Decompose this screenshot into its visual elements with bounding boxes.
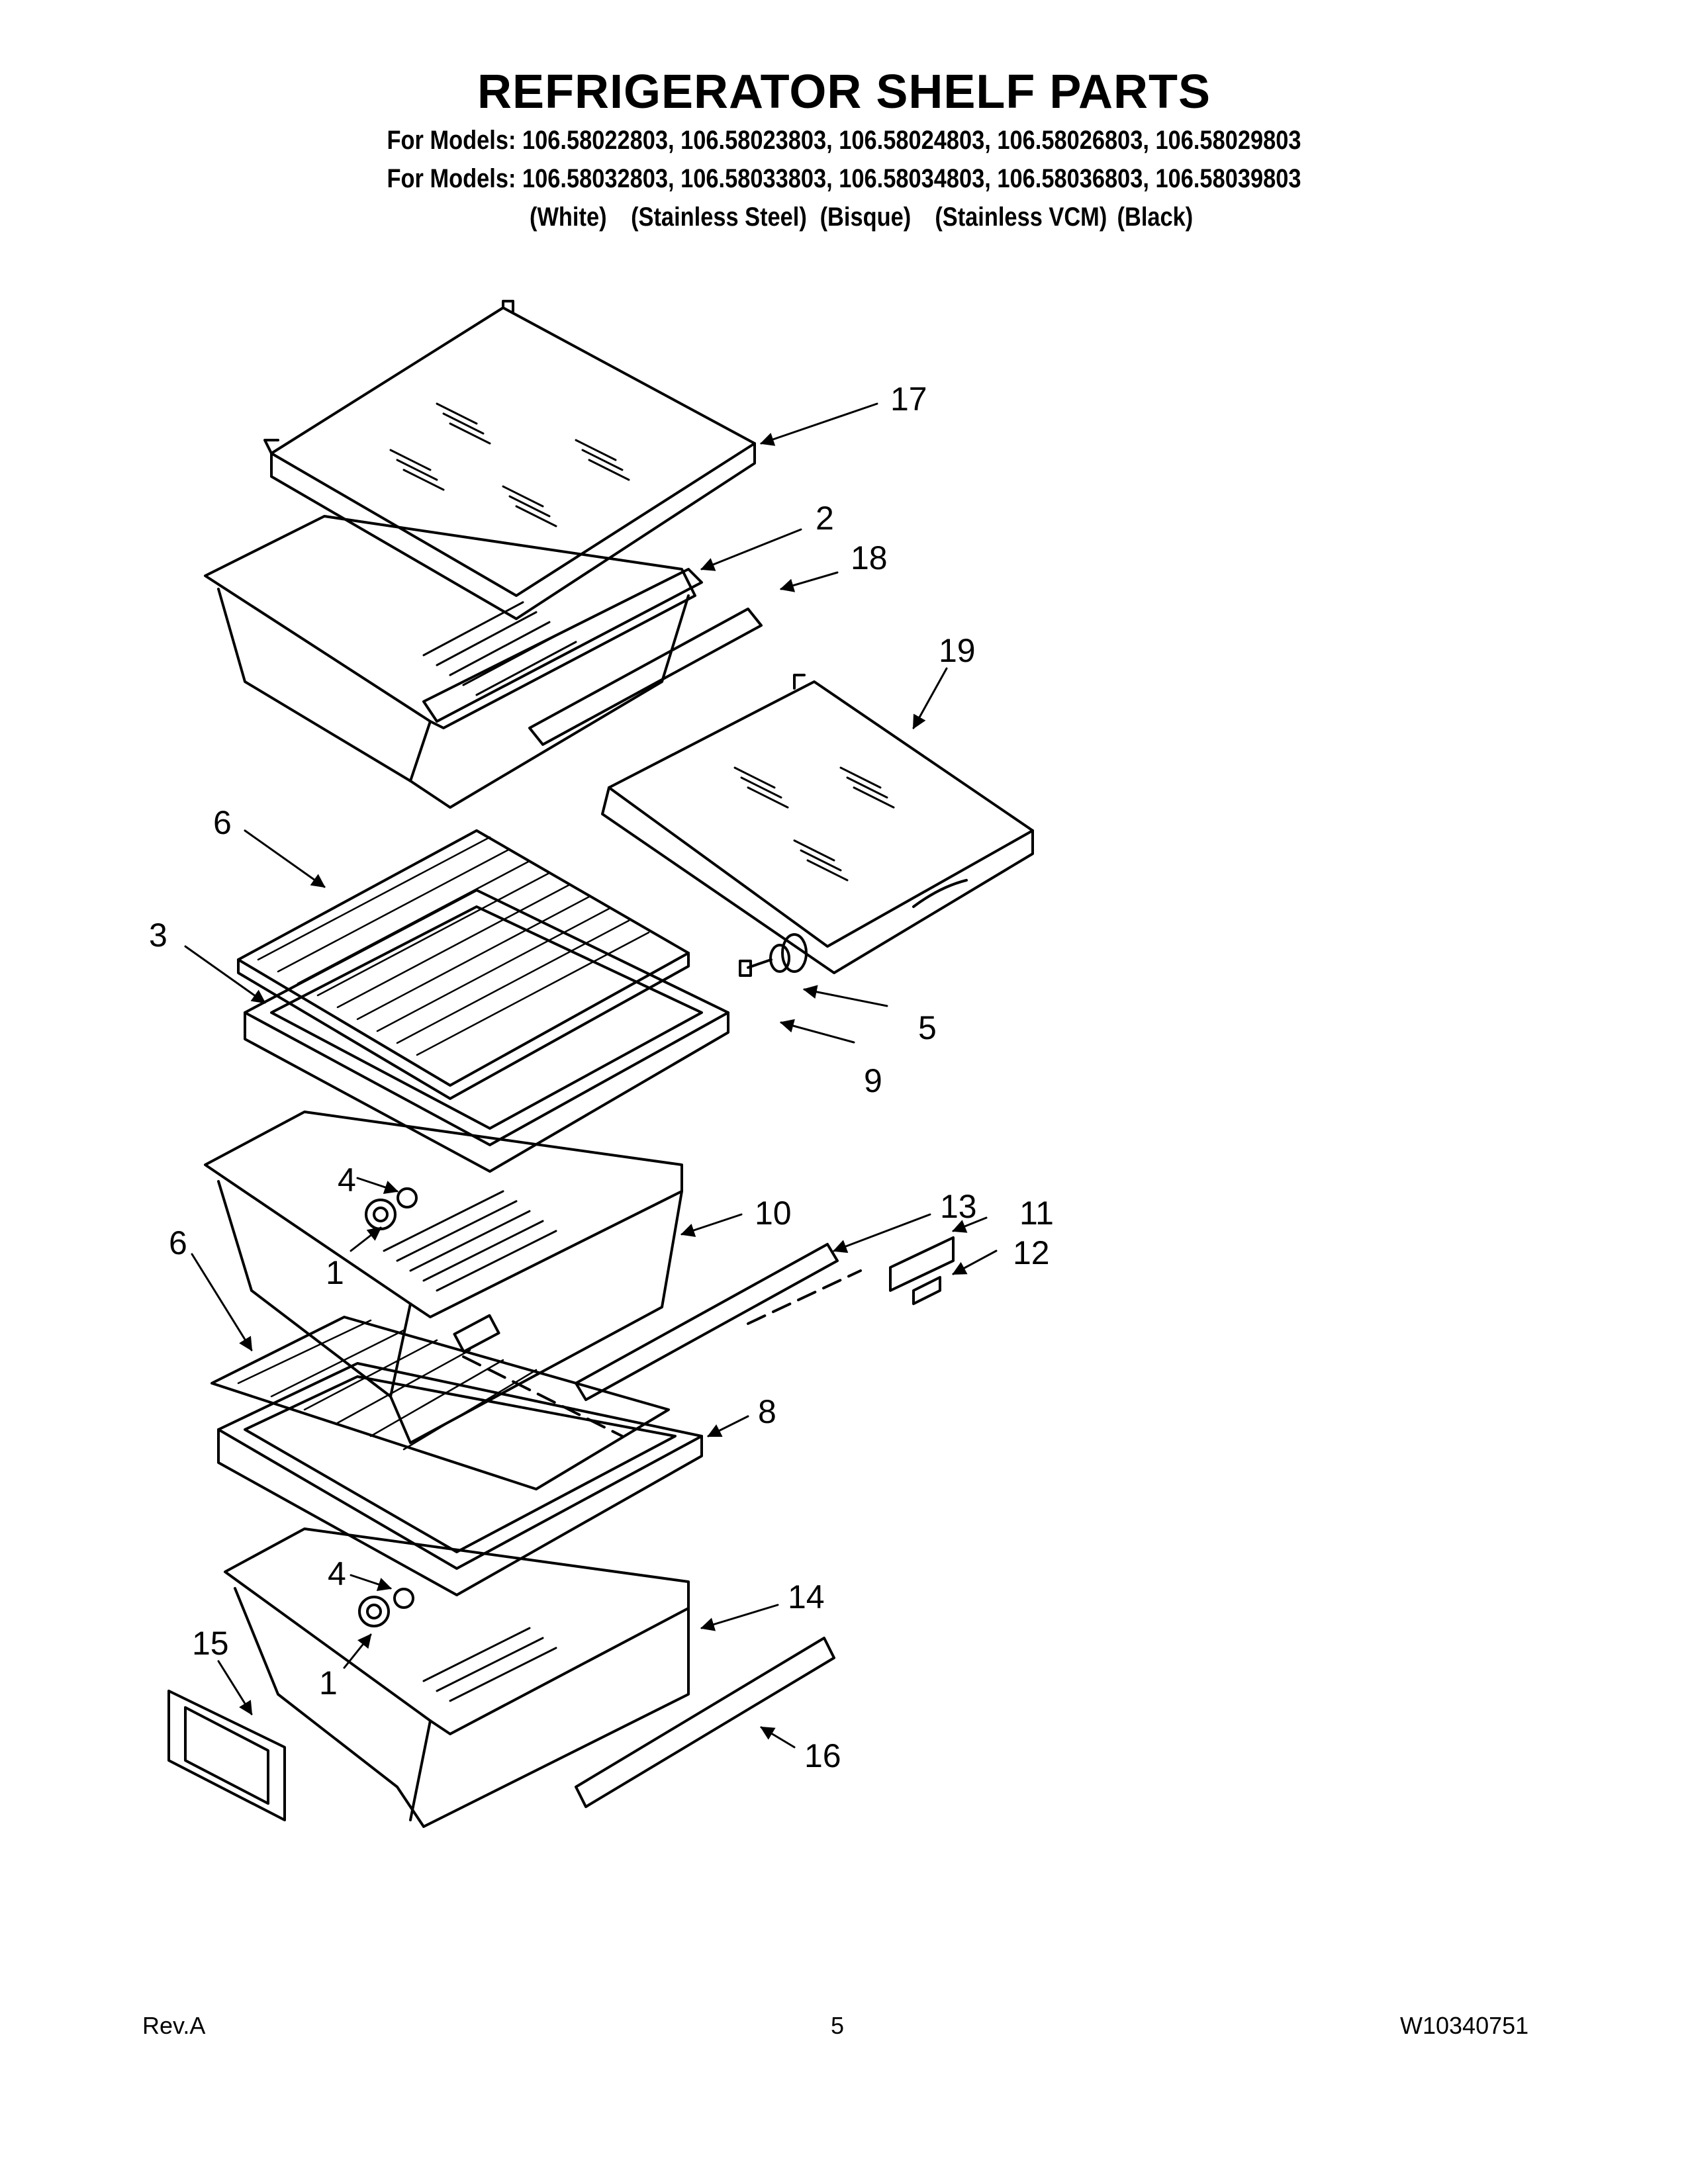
page-title: REFRIGERATOR SHELF PARTS <box>477 66 1211 118</box>
lower-crisper-drawer <box>224 1527 690 1828</box>
callout-labels: 17 2 18 19 6 3 5 9 4 10 13 11 12 1 6 8 4… <box>149 381 1054 1774</box>
callout-13: 13 <box>940 1188 977 1225</box>
color-black: (Black) <box>1117 203 1194 232</box>
color-white: (White) <box>530 203 607 232</box>
callout-3: 3 <box>149 917 167 954</box>
callout-1: 1 <box>326 1254 344 1291</box>
callout-1b: 1 <box>319 1664 338 1702</box>
models-line-1: For Models: 106.58022803, 106.58023803, … <box>387 126 1301 155</box>
badge-15 <box>167 1690 286 1821</box>
document-number: W10340751 <box>1400 2012 1529 2039</box>
callout-16: 16 <box>804 1737 841 1774</box>
revision-label: Rev.A <box>142 2012 206 2039</box>
callout-10: 10 <box>755 1195 792 1232</box>
callout-2: 2 <box>816 500 834 537</box>
callout-17: 17 <box>890 381 927 418</box>
callout-8: 8 <box>758 1393 776 1430</box>
callout-9: 9 <box>864 1062 882 1099</box>
top-glass-shelf <box>263 300 756 620</box>
callout-14: 14 <box>788 1578 825 1615</box>
callout-12: 12 <box>1013 1234 1050 1271</box>
callout-4b: 4 <box>328 1555 346 1592</box>
crisper-cover-lower <box>211 1316 670 1490</box>
roller-and-screw <box>739 933 808 977</box>
callout-18: 18 <box>851 539 888 576</box>
handle-16 <box>575 1637 835 1808</box>
glass-shelf-19 <box>601 674 1034 974</box>
callout-4: 4 <box>338 1161 356 1199</box>
color-stainless-steel: (Stainless Steel) <box>631 203 807 232</box>
callout-6: 6 <box>213 804 232 841</box>
color-bisque: (Bisque) <box>820 203 912 232</box>
callout-6b: 6 <box>169 1224 187 1261</box>
cover-frame-lower <box>217 1362 703 1596</box>
handle-13 <box>575 1243 839 1401</box>
badges-11-12 <box>889 1236 955 1305</box>
callout-15: 15 <box>192 1625 229 1662</box>
callout-11: 11 <box>1019 1195 1054 1232</box>
page-number: 5 <box>831 2012 845 2039</box>
callout-19: 19 <box>939 632 976 669</box>
color-stainless-vcm: (Stainless VCM) <box>935 203 1107 232</box>
models-line-2: For Models: 106.58032803, 106.58033803, … <box>387 164 1301 193</box>
upper-crisper-drawer <box>204 515 763 809</box>
cover-frame-upper <box>244 889 729 1173</box>
crisper-cover-upper <box>237 829 690 1100</box>
callout-5: 5 <box>918 1009 937 1046</box>
